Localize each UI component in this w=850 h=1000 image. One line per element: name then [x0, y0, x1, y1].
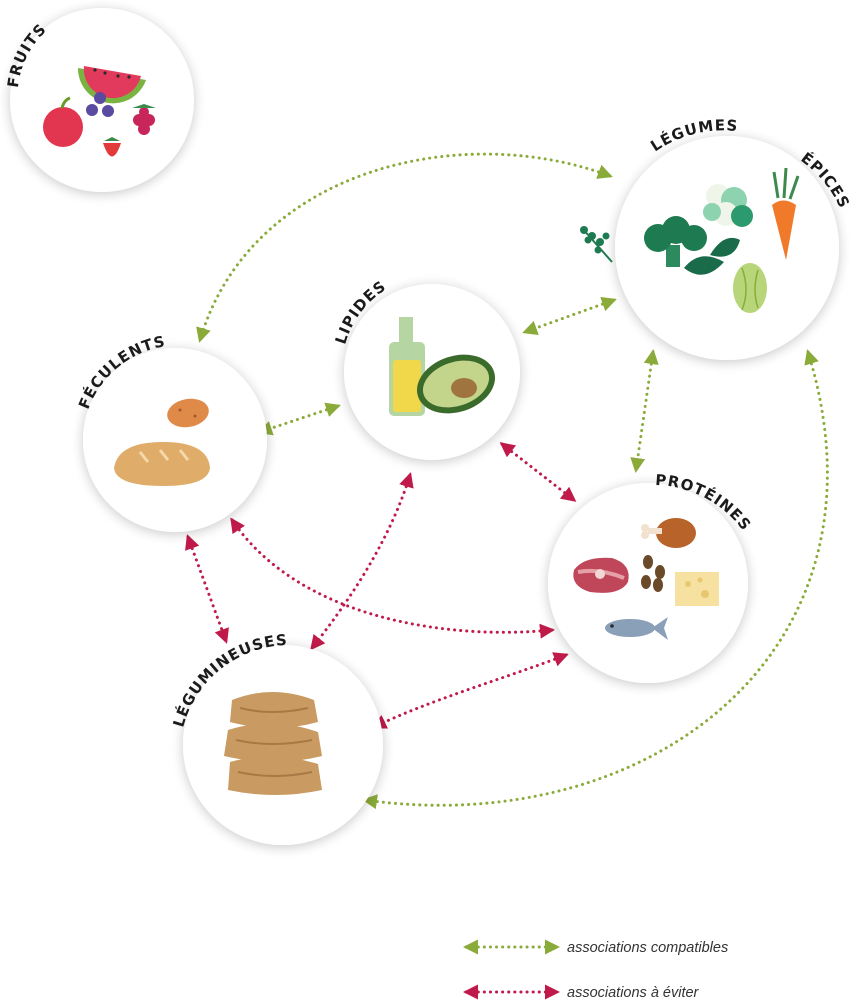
node-legumineuses: LÉGUMINEUSES	[169, 631, 383, 845]
steak-icon	[573, 557, 629, 593]
legend: associations compatibles associations à …	[463, 939, 728, 1000]
avocado-icon	[416, 354, 496, 414]
connection-lipides-proteines	[499, 442, 577, 502]
lettuce-icon	[733, 263, 767, 313]
connection-feculents-proteines	[230, 517, 555, 639]
legend-avoid: associations à éviter	[463, 984, 700, 1000]
connection-legumes-lipides	[522, 297, 617, 335]
connection-legumes-feculents	[196, 152, 613, 343]
cauliflower-icon	[703, 184, 753, 227]
watermelon-icon	[77, 66, 146, 104]
feculents-circle	[83, 348, 267, 532]
raspberry-icon	[132, 104, 156, 135]
connection-feculents-legumineuses	[185, 534, 229, 644]
bread-icon	[114, 442, 210, 486]
oil-bottle-icon	[389, 317, 425, 416]
fish-icon	[605, 617, 668, 640]
chicken-leg-icon	[641, 518, 696, 548]
blueberries-icon	[86, 92, 114, 117]
carrot-icon	[772, 167, 800, 260]
legend-avoid-label: associations à éviter	[567, 985, 700, 1000]
connection-proteines-legumineuses	[371, 652, 569, 729]
spinach-icon	[684, 237, 740, 275]
potato-icon	[167, 398, 209, 428]
node-feculents: FÉCULENTS	[75, 332, 267, 532]
legend-compatible-label: associations compatibles	[567, 940, 728, 956]
connections	[185, 152, 829, 810]
burlap-sacks-icon	[224, 692, 322, 795]
connection-legumes-proteines	[630, 349, 659, 473]
node-lipides: LIPIDES	[332, 277, 520, 460]
apple-icon	[43, 96, 83, 147]
node-proteines: PROTÉINES	[548, 471, 754, 683]
broccoli-icon	[644, 216, 707, 267]
node-fruits: FRUITS	[4, 8, 194, 192]
legend-compatible: associations compatibles	[463, 939, 728, 956]
connection-lipides-legumineuses	[310, 472, 414, 651]
strawberry-icon	[103, 137, 121, 157]
nuts-icon	[641, 555, 665, 592]
cheese-icon	[675, 572, 719, 606]
connection-lipides-feculents	[257, 402, 341, 436]
connection-legumes-legumineuses	[362, 349, 829, 810]
node-legumes: LÉGUMES ÉPICES	[580, 116, 850, 360]
parsley-icon	[580, 226, 613, 263]
